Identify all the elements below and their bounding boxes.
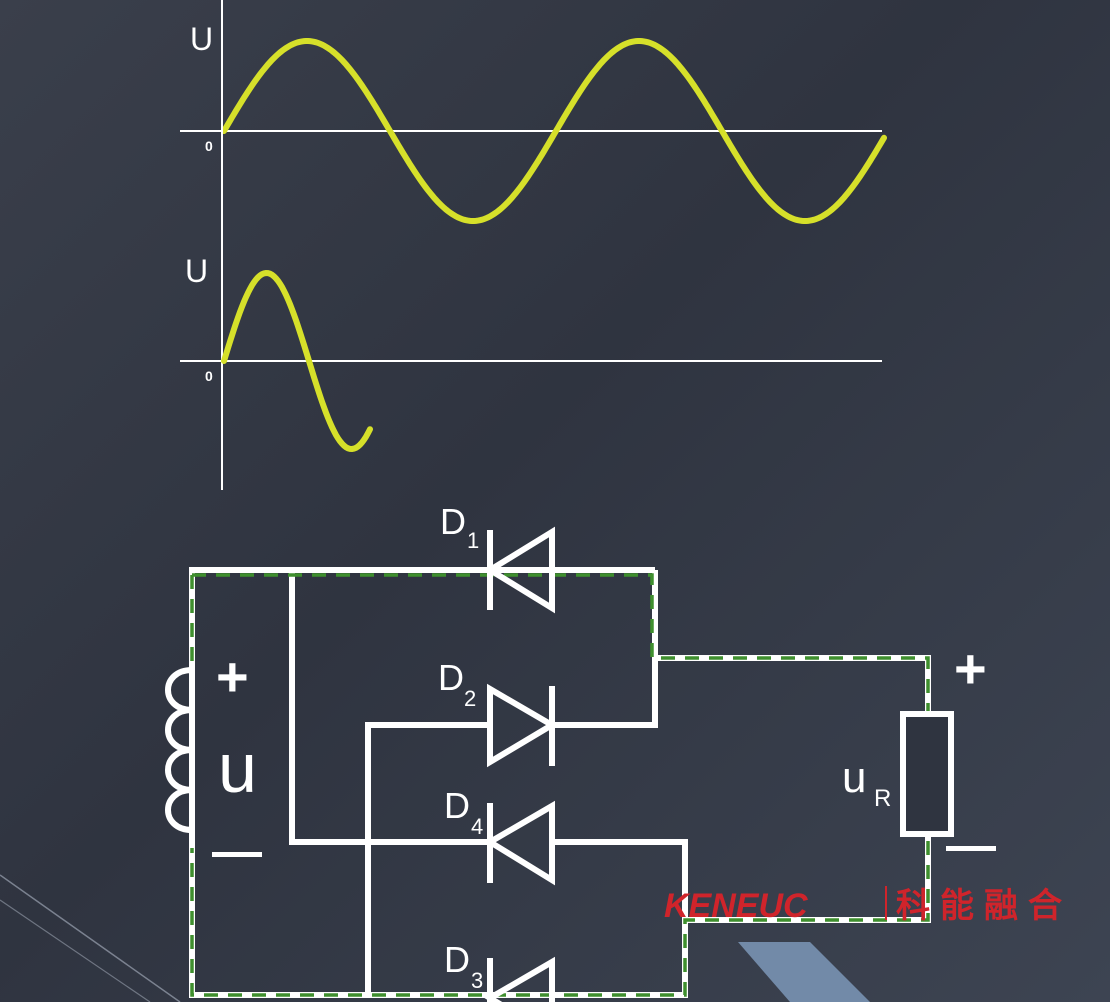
svg-text:2: 2 <box>464 686 476 711</box>
svg-text:D: D <box>438 657 464 698</box>
bottom-graph: U 0 <box>180 0 882 490</box>
svg-text:3: 3 <box>471 968 483 993</box>
diode-d3-label: D 3 <box>444 939 483 993</box>
circuit-wires <box>189 567 931 998</box>
svg-text:1: 1 <box>467 528 479 553</box>
bottom-graph-y-label: U <box>185 253 208 289</box>
brand-chinese-text: 科能融合 <box>896 886 1072 926</box>
top-graph: U 0 <box>180 21 887 224</box>
brand-watermark: KENEUC 科能融合 <box>664 886 1072 926</box>
brand-logo-text: KENEUC <box>664 887 808 925</box>
svg-text:D: D <box>444 939 470 980</box>
bottom-graph-origin-label: 0 <box>205 368 213 384</box>
source-voltage-label: u <box>218 729 257 807</box>
svg-text:u: u <box>842 753 866 802</box>
svg-text:D: D <box>444 785 470 826</box>
svg-text:D: D <box>440 501 466 542</box>
top-graph-origin-label: 0 <box>205 138 213 154</box>
source-plus-sign: + <box>216 645 249 708</box>
load-resistor <box>900 711 954 837</box>
source-minus-sign: — <box>212 823 262 879</box>
diode-d3 <box>484 956 555 1002</box>
bottom-half-wave <box>221 269 373 453</box>
top-graph-y-label: U <box>190 21 213 57</box>
svg-text:4: 4 <box>471 814 483 839</box>
load-plus-sign: + <box>954 637 987 700</box>
diode-d4-label: D 4 <box>444 785 483 839</box>
background-streaks <box>0 874 870 1002</box>
svg-text:R: R <box>874 785 891 812</box>
diode-d4 <box>484 800 555 886</box>
load-voltage-label: u R <box>842 753 891 812</box>
diode-d1-label: D 1 <box>440 501 479 553</box>
load-minus-sign: — <box>946 817 996 873</box>
diode-d2-label: D 2 <box>438 657 476 711</box>
diode-d1 <box>484 526 555 614</box>
diode-d2 <box>487 683 558 768</box>
source-coil-icon <box>165 667 195 848</box>
current-path <box>190 573 930 997</box>
top-sine-wave <box>221 38 887 224</box>
